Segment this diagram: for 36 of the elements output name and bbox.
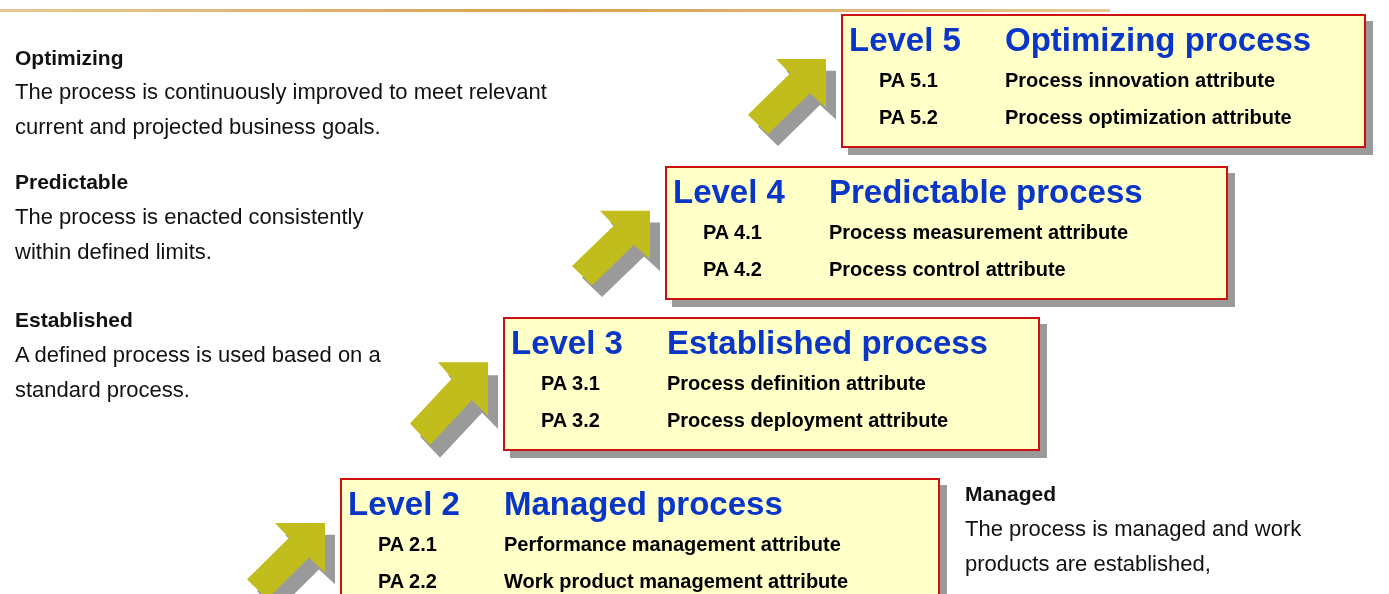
level-title: Predictable process — [829, 172, 1143, 212]
level-description: The process is enacted consistently within defined limits. — [15, 203, 365, 266]
attribute-name: Performance management attribute — [504, 532, 841, 557]
level-heading: Managed — [965, 481, 1057, 507]
attribute-code: PA 5.1 — [878, 68, 939, 93]
attribute-code: PA 3.2 — [540, 408, 601, 433]
level-heading: Established — [15, 307, 134, 333]
attribute-name: Process measurement attribute — [829, 220, 1128, 245]
attribute-name: Process optimization attribute — [1005, 105, 1292, 130]
attribute-name: Process control attribute — [829, 257, 1066, 282]
attribute-name: Work product management attribute — [504, 569, 849, 594]
block-arrow — [572, 210, 660, 298]
level-number: Level 2 — [348, 484, 461, 524]
attribute-code: PA 4.1 — [702, 220, 763, 245]
level-description: The process is continuously improved to meet relevant current and projected business goals. — [15, 78, 548, 141]
level-title: Optimizing process — [1005, 20, 1312, 60]
block-arrow — [748, 58, 836, 147]
attribute-code: PA 2.2 — [377, 569, 438, 594]
block-arrow — [247, 522, 335, 594]
level-title: Established process — [667, 323, 988, 363]
level-number: Level 3 — [511, 323, 624, 363]
level-description: The process is managed and work products are established, — [965, 515, 1303, 578]
attribute-code: PA 3.1 — [540, 371, 601, 396]
level-heading: Optimizing — [15, 45, 125, 71]
block-arrow — [410, 362, 498, 458]
level-description: A defined process is used based on a standard process. — [15, 341, 382, 404]
level-title: Managed process — [504, 484, 783, 524]
level-number: Level 5 — [849, 20, 962, 60]
level-number: Level 4 — [673, 172, 786, 212]
attribute-code: PA 4.2 — [702, 257, 763, 282]
attribute-name: Process definition attribute — [667, 371, 926, 396]
attribute-name: Process innovation attribute — [1005, 68, 1276, 93]
attribute-code: PA 2.1 — [377, 532, 438, 557]
attribute-name: Process deployment attribute — [667, 408, 949, 433]
attribute-code: PA 5.2 — [878, 105, 939, 130]
level-heading: Predictable — [15, 169, 130, 195]
